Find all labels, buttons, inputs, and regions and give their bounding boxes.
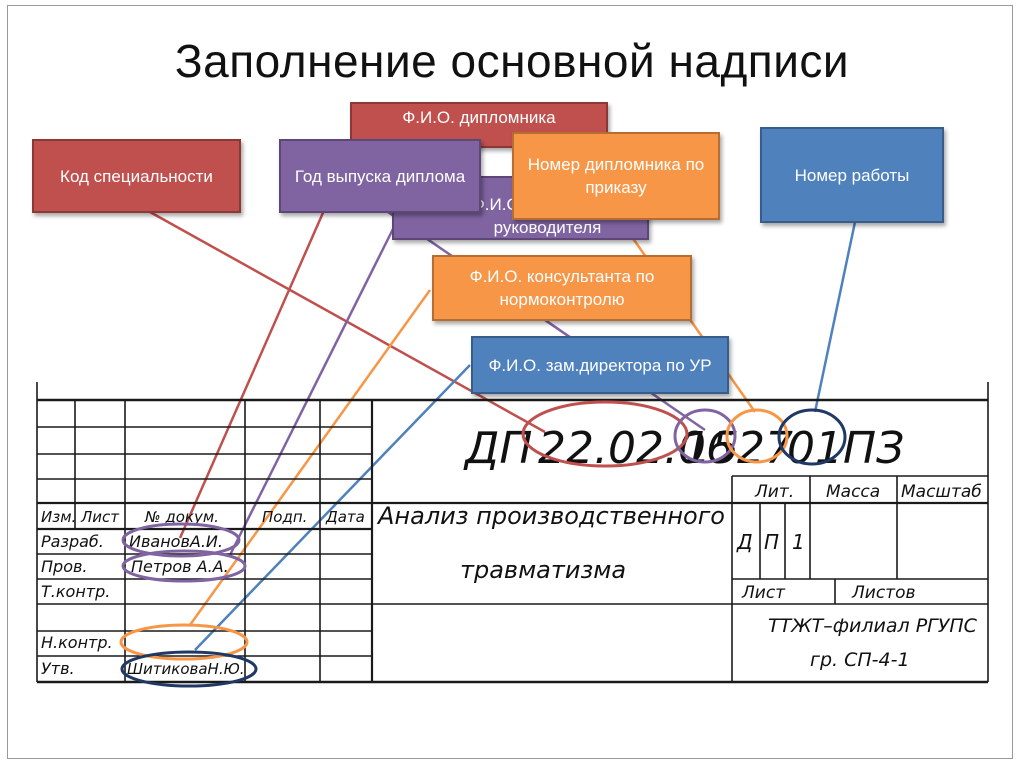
callout-number: Номер дипломника по приказу (512, 132, 720, 220)
callout-year: Год выпуска диплома (279, 139, 481, 213)
designation-work: 01 (787, 423, 843, 474)
ellipse-year (673, 408, 737, 464)
doc-title-line-1: Анализ производственного (376, 502, 725, 530)
ellipse-utv (120, 650, 258, 688)
designation-dp: ДП (463, 423, 532, 474)
doc-title-line-2: травматизма (460, 556, 626, 584)
sheet-label: Лист (741, 583, 786, 603)
right-block: Лит. Масса Масштаб Д П 1 Лист Листов ТТЖ… (736, 482, 982, 671)
row-labels: Разраб. Пров. Т.контр. Н.контр. Утв. (41, 532, 113, 678)
ellipse-prov (121, 549, 247, 583)
connector-work (813, 221, 857, 413)
document-title: Анализ производственного травматизма (376, 502, 725, 584)
callout-normcontrol: Ф.И.О. консультанта по нормоконтролю (432, 255, 692, 321)
row-tkontr: Т.контр. (41, 582, 110, 601)
name-razrab: ИвановА.И. (129, 532, 223, 551)
row-prov: Пров. (41, 557, 88, 576)
callout-deputy-text: Ф.И.О. зам.директора по УР (488, 355, 712, 375)
slide-title: Заполнение основной надписи (174, 35, 850, 87)
callout-work-text: Номер работы (794, 165, 910, 185)
column-headers: Изм. Лист № докум. Подп. Дата (41, 508, 365, 526)
designation-spec: 22.02.06 (538, 423, 734, 474)
massa-header: Масса (826, 482, 880, 502)
header-izm: Изм. (41, 508, 76, 526)
callout-deputy: Ф.И.О. зам.директора по УР (471, 336, 729, 394)
ellipse-work (777, 408, 847, 466)
designation-pz: ПЗ (843, 423, 904, 474)
lit-letter-1: Д (736, 530, 753, 554)
row-razrab: Разраб. (41, 532, 104, 551)
ellipse-num (725, 408, 789, 464)
sheets-label: Листов (851, 583, 916, 603)
callout-code: Код специальности (32, 139, 241, 213)
name-prov: Петров А.А. (131, 557, 229, 576)
connector-normcontrol (188, 289, 432, 626)
connector-deputy (194, 364, 471, 651)
callout-number-text: Номер дипломника по приказу (527, 155, 705, 197)
ellipse-razrab (121, 522, 241, 558)
callout-student-text: Ф.И.О. дипломника (402, 108, 556, 127)
highlight-ellipses (119, 400, 847, 688)
row-utv: Утв. (41, 659, 75, 678)
designation-code: ДП 22.02.06 15 27 01 ПЗ (463, 423, 904, 474)
slide-frame (7, 5, 1013, 759)
callout-code-text: Код специальности (60, 166, 213, 186)
ellipse-nkontr (119, 623, 249, 661)
row-nkontr: Н.контр. (41, 633, 113, 652)
group: гр. СП-4-1 (810, 649, 910, 671)
header-list: Лист (80, 508, 120, 526)
name-utv: ШитиковаН.Ю. (127, 660, 245, 678)
connector-supervisor (228, 224, 397, 556)
lit-letter-2: П (764, 530, 779, 554)
masshtab-header: Масштаб (901, 482, 982, 502)
callout-normcontrol-text: Ф.И.О. консультанта по нормоконтролю (469, 267, 655, 309)
callout-year-text: Год выпуска диплома (294, 166, 466, 186)
organization: ТТЖТ–филиал РГУПС (768, 615, 978, 637)
lit-letter-3: 1 (792, 530, 805, 554)
ellipse-spec (521, 400, 689, 468)
callout-work: Номер работы (760, 127, 944, 223)
header-data: Дата (325, 508, 365, 526)
header-podp: Подп. (262, 508, 307, 526)
header-doc: № докум. (144, 508, 219, 526)
lit-header: Лит. (754, 482, 794, 502)
signature-names: ИвановА.И. Петров А.А. ШитиковаН.Ю. (127, 532, 245, 678)
